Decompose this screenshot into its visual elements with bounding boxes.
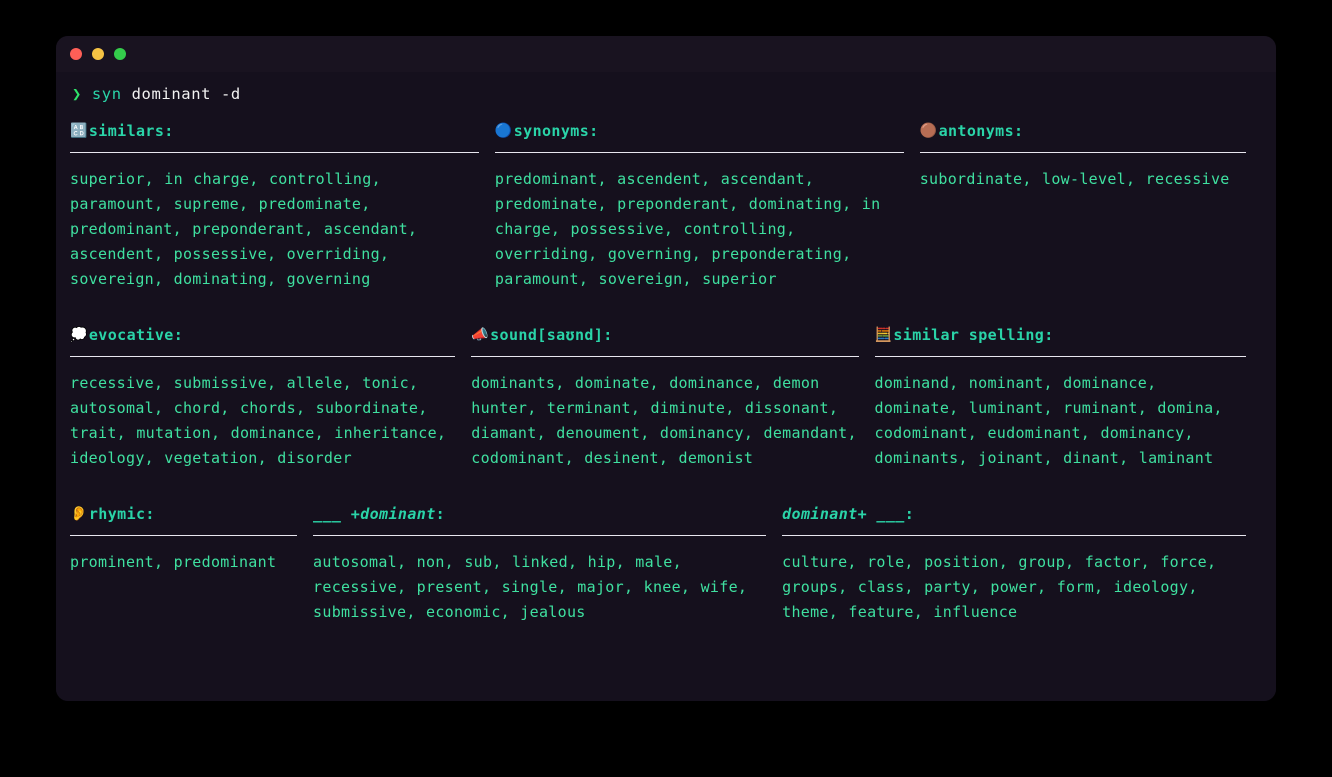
prompt-command: syn	[91, 85, 122, 103]
blue-circle-icon: 🔵	[494, 123, 513, 139]
section-synonyms-header: 🔵synonyms:	[495, 120, 904, 142]
section-synonyms: 🔵synonyms: predominant, ascendent, ascen…	[494, 120, 920, 292]
section-rhymic-label: rhymic:	[88, 505, 155, 523]
section-antonyms-words: subordinate, low-level, recessive	[919, 170, 1230, 188]
section-similar-spelling: 🧮similar spelling: dominand, nominant, d…	[874, 324, 1263, 471]
section-evocative-words: recessive, submissive, allele, tonic, au…	[70, 374, 447, 467]
section-synonyms-label: synonyms:	[513, 122, 599, 140]
section-similar-spelling-header: 🧮similar spelling:	[875, 324, 1247, 346]
prompt-arguments: dominant -d	[131, 85, 241, 103]
section-after-collocations-divider	[782, 535, 1246, 536]
terminal-titlebar[interactable]	[56, 36, 1276, 72]
section-rhymic-divider	[70, 535, 298, 536]
terminal-window: ❯ syn dominant -d 🔠similars: superior, i…	[56, 36, 1276, 701]
section-after-collocations-words: culture, role, position, group, factor, …	[782, 553, 1217, 621]
abacus-icon: 🧮	[874, 327, 893, 343]
section-similars-words: superior, in charge, controlling, paramo…	[70, 170, 418, 288]
section-synonyms-words: predominant, ascendent, ascendant, predo…	[494, 170, 881, 288]
minimize-button[interactable]	[92, 48, 104, 60]
section-evocative: 💭evocative: recessive, submissive, allel…	[70, 324, 471, 471]
section-synonyms-divider	[494, 152, 904, 153]
close-button[interactable]	[70, 48, 82, 60]
results-row-3: 👂rhymic: prominent, predominant ___ + do…	[70, 503, 1262, 625]
prompt-caret-icon: ❯	[72, 85, 82, 103]
thought-balloon-icon: 💭	[70, 327, 88, 343]
section-after-collocations-header: dominant + ___:	[782, 503, 1246, 525]
section-antonyms: 🟤antonyms: subordinate, low-level, reces…	[919, 120, 1262, 192]
section-antonyms-divider	[919, 152, 1247, 153]
section-before-collocations: ___ + dominant: autosomal, non, sub, lin…	[313, 503, 782, 625]
row-spacer-1	[70, 292, 1262, 324]
section-similars-label: similars:	[88, 122, 174, 140]
section-after-label-word: dominant	[782, 505, 858, 523]
section-rhymic-words: prominent, predominant	[70, 553, 277, 571]
section-sound-divider	[471, 356, 859, 357]
section-rhymic: 👂rhymic: prominent, predominant	[70, 503, 313, 575]
section-evocative-header: 💭evocative:	[70, 324, 455, 346]
section-before-label-suffix: :	[435, 505, 446, 523]
maximize-button[interactable]	[114, 48, 126, 60]
section-before-label-prefix: ___ +	[313, 505, 361, 523]
megaphone-icon: 📣	[471, 327, 490, 343]
brown-circle-icon: 🟤	[919, 123, 938, 139]
prompt-line: ❯ syn dominant -d	[70, 72, 1262, 106]
section-evocative-label: evocative:	[88, 326, 184, 344]
section-after-label-suffix: + ___:	[857, 505, 915, 523]
section-similars-divider	[70, 152, 479, 153]
results-grid: 🔠similars: superior, in charge, controll…	[70, 120, 1262, 625]
results-row-2: 💭evocative: recessive, submissive, allel…	[70, 324, 1262, 471]
section-after-collocations: dominant + ___: culture, role, position,…	[782, 503, 1262, 625]
section-sound: 📣sound[saʊnd]: dominants, dominate, domi…	[471, 324, 874, 471]
section-before-collocations-divider	[313, 535, 767, 536]
section-sound-label: sound[saʊnd]:	[490, 326, 613, 344]
section-before-collocations-words: autosomal, non, sub, linked, hip, male, …	[313, 553, 748, 621]
terminal-body[interactable]: ❯ syn dominant -d 🔠similars: superior, i…	[56, 72, 1276, 701]
section-antonyms-label: antonyms:	[938, 122, 1024, 140]
section-sound-words: dominants, dominate, dominance, demon hu…	[471, 374, 857, 467]
section-sound-header: 📣sound[saʊnd]:	[471, 324, 858, 346]
section-before-collocations-header: ___ + dominant:	[313, 503, 766, 525]
section-before-label-word: dominant	[360, 505, 436, 523]
section-evocative-divider	[70, 356, 456, 357]
section-rhymic-header: 👂rhymic:	[70, 503, 297, 525]
section-similars-header: 🔠similars:	[70, 120, 479, 142]
section-antonyms-header: 🟤antonyms:	[920, 120, 1246, 142]
abcd-icon: 🔠	[70, 123, 88, 139]
ear-icon: 👂	[70, 506, 88, 522]
section-similars: 🔠similars: superior, in charge, controll…	[70, 120, 495, 292]
section-similar-spelling-words: dominand, nominant, dominance, dominate,…	[874, 374, 1223, 467]
results-row-1: 🔠similars: superior, in charge, controll…	[70, 120, 1262, 292]
section-similar-spelling-label: similar spelling:	[893, 326, 1054, 344]
row-spacer-2	[70, 471, 1262, 503]
section-similar-spelling-divider	[874, 356, 1246, 357]
